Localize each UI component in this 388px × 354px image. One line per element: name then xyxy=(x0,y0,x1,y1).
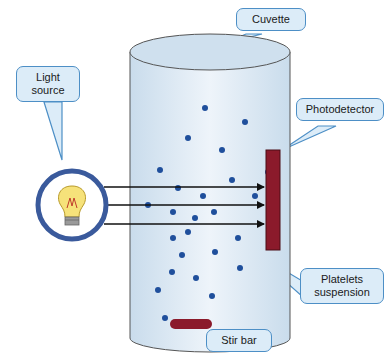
callout-box: Platelets suspension xyxy=(300,268,384,304)
callout-box: Photodetector xyxy=(296,98,384,121)
stir-bar xyxy=(170,319,212,329)
callout-box: Light source xyxy=(16,66,80,102)
callout-label: Cuvette xyxy=(242,13,300,26)
callout-tail xyxy=(44,102,62,160)
light-source-ring xyxy=(38,171,106,239)
cuvette-body xyxy=(130,52,290,352)
bulb-symbol xyxy=(59,186,86,225)
platelets xyxy=(145,105,271,321)
callout-label: Stir bar xyxy=(212,334,266,347)
cuvette-top xyxy=(130,34,290,70)
callout-label: Light source xyxy=(22,71,74,97)
light-beams xyxy=(104,187,264,224)
callout-label: Photodetector xyxy=(302,103,378,116)
callout-box: Stir bar xyxy=(206,329,272,352)
photodetector-bar xyxy=(266,150,280,250)
callout-box: Cuvette xyxy=(236,8,306,31)
callout-label: Platelets suspension xyxy=(306,273,378,299)
